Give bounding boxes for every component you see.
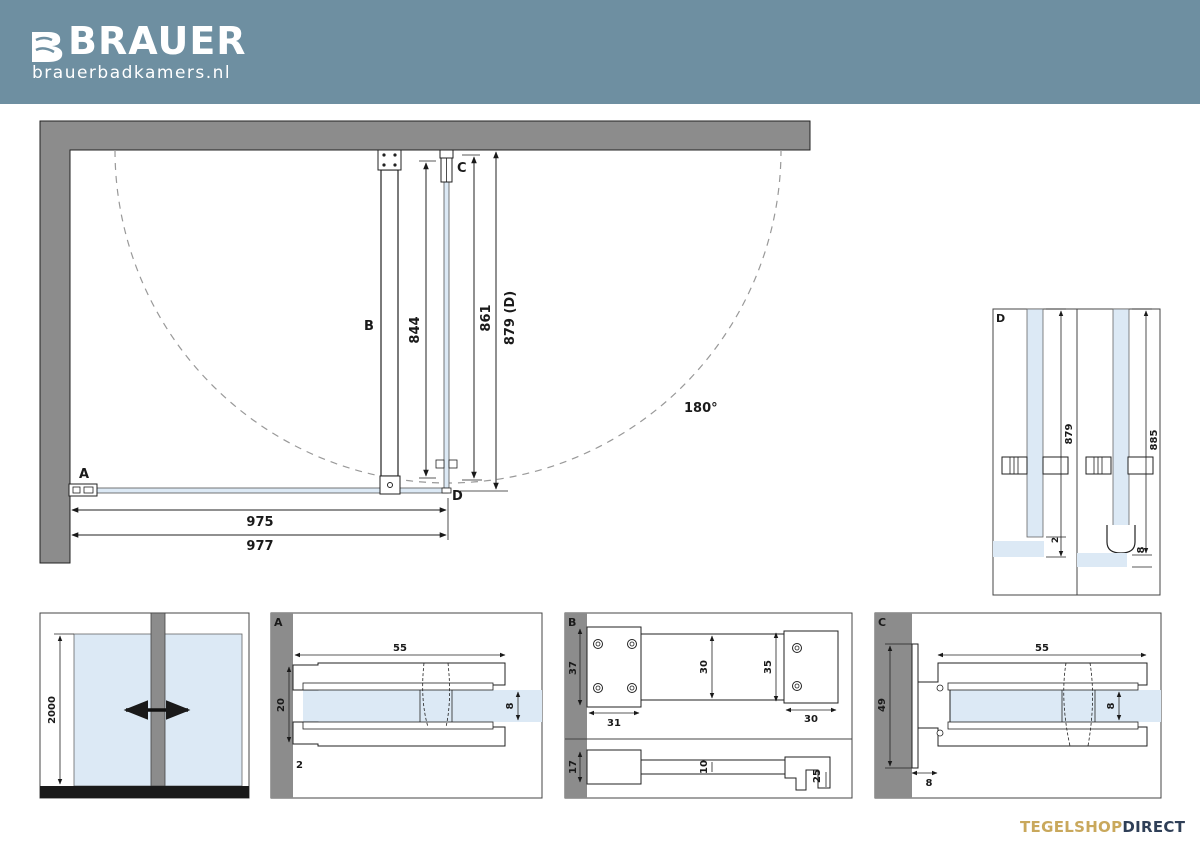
detail-d-885: 885 bbox=[1149, 430, 1160, 451]
dim-977: 977 bbox=[246, 539, 273, 554]
elevation-height: 2000 bbox=[47, 696, 58, 724]
label-d: D bbox=[452, 489, 463, 504]
detail-b-35: 35 bbox=[763, 660, 774, 674]
elevation-panel: 2000 bbox=[39, 612, 250, 799]
detail-b-25: 25 bbox=[812, 769, 823, 783]
dim-861: 861 bbox=[479, 304, 494, 331]
detail-a-8: 8 bbox=[505, 702, 516, 709]
hinge-a bbox=[68, 483, 98, 497]
dim-844: 844 bbox=[408, 316, 423, 343]
detail-c-55: 55 bbox=[1035, 643, 1049, 654]
detail-a-label: A bbox=[274, 616, 283, 629]
dim-975: 975 bbox=[246, 515, 273, 530]
label-a: A bbox=[79, 467, 89, 482]
hinge-c bbox=[439, 149, 454, 183]
shop-logo: TEGELSHOPDIRECT bbox=[1020, 818, 1185, 836]
detail-b-37: 37 bbox=[568, 661, 579, 675]
detail-a-20: 20 bbox=[276, 698, 287, 712]
detail-d-label: D bbox=[996, 312, 1005, 325]
brauer-logo-icon bbox=[32, 32, 63, 62]
detail-d-2: 2 bbox=[1051, 537, 1061, 543]
detail-b-30b: 30 bbox=[804, 714, 818, 725]
label-b: B bbox=[364, 319, 374, 334]
detail-c-label: C bbox=[878, 616, 886, 629]
detail-c-panel: C 55 49 8 8 bbox=[874, 612, 1162, 799]
detail-b-panel: B 37 30 35 31 30 17 10 25 bbox=[564, 612, 853, 799]
detail-b-30a: 30 bbox=[699, 660, 710, 674]
detail-b-10: 10 bbox=[699, 760, 710, 774]
detail-d-879: 879 bbox=[1064, 424, 1075, 445]
detail-a-55: 55 bbox=[393, 643, 407, 654]
dim-879d: 879 (D) bbox=[503, 291, 518, 345]
detail-d-8: 8 bbox=[1136, 546, 1147, 553]
glass-door bbox=[443, 169, 450, 489]
label-180: 180° bbox=[684, 401, 718, 416]
shop-logo-part1: TEGELSHOP bbox=[1020, 818, 1123, 836]
wall-top bbox=[39, 120, 811, 564]
header-bar: BRAUER brauerbadkamers.nl bbox=[0, 0, 1200, 104]
detail-b-17: 17 bbox=[568, 760, 579, 774]
plan-view: 975 977 844 861 879 (D) A B C D 180° bbox=[39, 120, 811, 564]
detail-c-8b: 8 bbox=[926, 778, 933, 789]
detail-c-49: 49 bbox=[877, 698, 888, 712]
bar-plate-top bbox=[377, 149, 402, 171]
stabilizer-bar bbox=[380, 169, 399, 477]
detail-b-31: 31 bbox=[607, 718, 621, 729]
detail-b-label: B bbox=[568, 616, 576, 629]
label-c: C bbox=[457, 161, 467, 176]
website-url: brauerbadkamers.nl bbox=[32, 63, 232, 83]
shop-logo-part2: DIRECT bbox=[1122, 818, 1186, 836]
detail-d-panel: D 879 2 885 8 bbox=[992, 308, 1161, 596]
door-handle bbox=[435, 459, 445, 469]
detail-a-panel: A 55 20 8 2 bbox=[270, 612, 543, 799]
detail-a-2: 2 bbox=[296, 760, 303, 771]
detail-c-8a: 8 bbox=[1106, 702, 1117, 709]
brand-name: BRAUER bbox=[68, 19, 247, 63]
